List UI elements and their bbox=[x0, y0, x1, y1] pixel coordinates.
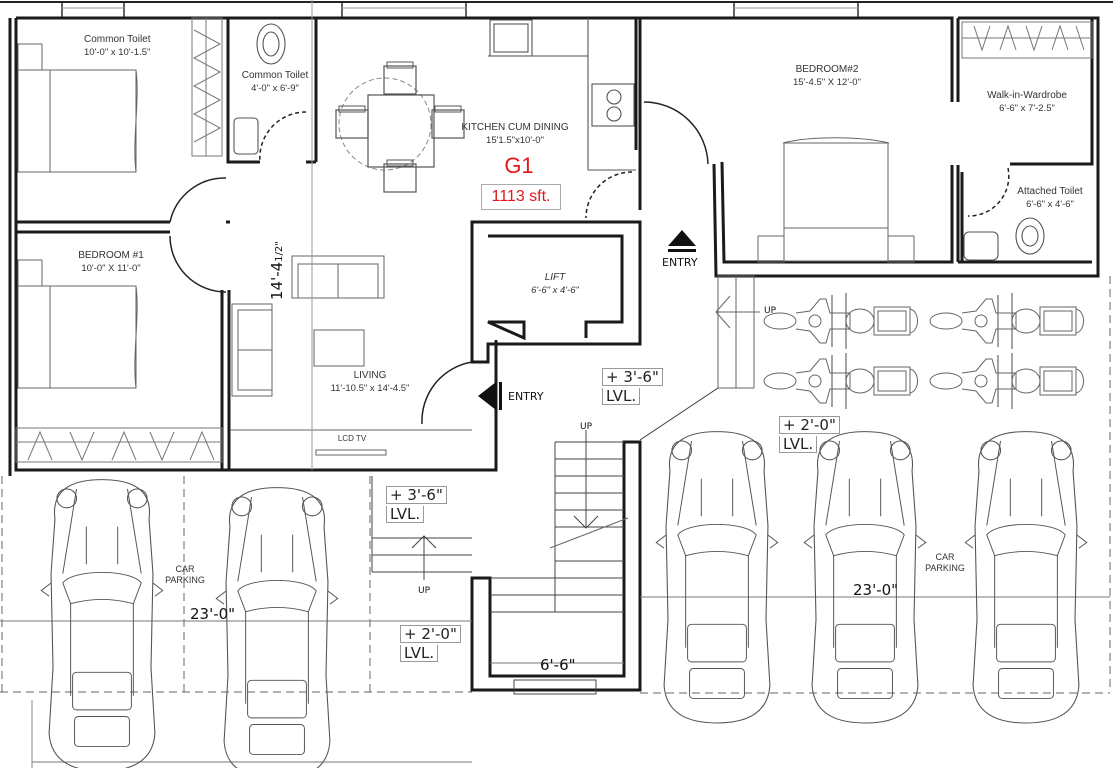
stair-up-label-left: UP bbox=[418, 586, 431, 596]
unit-area: 1113 sft. bbox=[481, 184, 561, 210]
room-label-walk-in-wardrobe: Walk-in-Wardrobe 6'-6" x 7'-2.5" bbox=[982, 90, 1072, 114]
stair-width-dimension: 6'-6" bbox=[540, 656, 576, 674]
entry-arrow-top-icon bbox=[668, 230, 696, 252]
level-tag: + 2'-0" LVL. bbox=[779, 416, 840, 453]
room-name: LIVING bbox=[353, 370, 387, 381]
room-label-common-toilet-2: Common Toilet 4'-0" x 6'-9" bbox=[240, 70, 310, 94]
car-parking-label-left: CAR PARKING bbox=[160, 564, 210, 587]
wardrobe-hatch bbox=[15, 17, 1093, 463]
living-furniture bbox=[230, 0, 472, 470]
dim-frac: 1/2" bbox=[274, 241, 285, 262]
room-name: LIFT bbox=[544, 272, 566, 283]
room-dims: 11'-10.5" x 14'-4.5" bbox=[330, 382, 410, 394]
fixtures bbox=[233, 18, 1045, 261]
room-label-common-toilet-1: Common Toilet 10'-0" x 10'-1.5" bbox=[84, 34, 151, 58]
cars bbox=[40, 431, 1088, 768]
parking-dimension-right: 23'-0" bbox=[853, 581, 899, 599]
room-dims: 4'-0" x 6'-9" bbox=[251, 82, 299, 94]
room-name: BEDROOM#2 bbox=[795, 64, 859, 75]
room-name: Common Toilet bbox=[84, 34, 151, 45]
parking-bays bbox=[0, 276, 1111, 694]
room-name: Attached Toilet bbox=[1017, 186, 1083, 197]
level-value: + 3'-6" bbox=[602, 368, 663, 386]
room-name: BEDROOM #1 bbox=[78, 250, 144, 261]
level-value: + 2'-0" bbox=[779, 416, 840, 434]
room-dims: 10'-0" x 10'-1.5" bbox=[84, 46, 151, 58]
room-label-bedroom-1: BEDROOM #1 10'-0" X 11'-0" bbox=[76, 250, 146, 274]
unit-code: G1 bbox=[504, 153, 534, 178]
dim-value: 14'-4 bbox=[268, 261, 286, 300]
dimension-lines bbox=[0, 596, 1110, 768]
doors bbox=[169, 101, 1010, 425]
stair-up-label-top: UP bbox=[580, 422, 593, 432]
entry-label-left: ENTRY bbox=[508, 390, 544, 403]
beds bbox=[17, 43, 915, 389]
level-unit: LVL. bbox=[400, 645, 439, 662]
car-label-line1: CAR bbox=[935, 552, 955, 562]
room-dims: 15'-4.5" X 12'-0" bbox=[793, 76, 861, 88]
room-dims: 15'1.5"x10'-0" bbox=[486, 134, 544, 146]
level-tag: + 2'-0" LVL. bbox=[400, 625, 461, 662]
room-label-lift: LIFT 6'-6" x 4'-6" bbox=[515, 272, 595, 296]
level-tag: + 3'-6" LVL. bbox=[386, 486, 447, 523]
ramp bbox=[639, 275, 760, 441]
car-parking-label-right: CAR PARKING bbox=[920, 552, 970, 575]
level-unit: LVL. bbox=[602, 388, 641, 405]
entry-arrow-left-icon bbox=[478, 382, 502, 410]
room-name: Walk-in-Wardrobe bbox=[987, 90, 1067, 101]
lcd-tv-label: LCD TV bbox=[337, 434, 367, 443]
living-height-dimension: 14'-41/2" bbox=[268, 241, 286, 300]
walls bbox=[8, 16, 1100, 692]
room-label-kitchen: KITCHEN CUM DINING 15'1.5"x10'-0" bbox=[460, 122, 570, 146]
bikes bbox=[763, 292, 1085, 410]
level-unit: LVL. bbox=[386, 506, 425, 523]
room-label-living: LIVING 11'-10.5" x 14'-4.5" bbox=[320, 370, 420, 394]
parking-dimension-left: 23'-0" bbox=[190, 605, 236, 623]
level-value: + 2'-0" bbox=[400, 625, 461, 643]
dining-table bbox=[335, 61, 465, 193]
level-unit: LVL. bbox=[779, 436, 818, 453]
ramp-up-label: UP bbox=[764, 306, 777, 316]
car-label-line1: CAR bbox=[175, 564, 195, 574]
level-value: + 3'-6" bbox=[386, 486, 447, 504]
stairs bbox=[371, 430, 629, 695]
room-label-attached-toilet: Attached Toilet 6'-6" x 4'-6" bbox=[1010, 186, 1090, 210]
room-dims: 6'-6" x 4'-6" bbox=[1026, 198, 1074, 210]
entry-label-top: ENTRY bbox=[662, 256, 698, 269]
car-label-line2: PARKING bbox=[165, 575, 205, 586]
room-dims: 10'-0" X 11'-0" bbox=[81, 262, 141, 274]
car-label-line2: PARKING bbox=[925, 563, 965, 574]
room-dims: 6'-6" x 4'-6" bbox=[531, 284, 579, 296]
room-name: Common Toilet bbox=[241, 70, 309, 81]
room-name: KITCHEN CUM DINING bbox=[461, 122, 569, 133]
room-label-bedroom-2: BEDROOM#2 15'-4.5" X 12'-0" bbox=[782, 64, 872, 88]
room-dims: 6'-6" x 7'-2.5" bbox=[999, 102, 1055, 114]
level-tag: + 3'-6" LVL. bbox=[602, 368, 663, 405]
